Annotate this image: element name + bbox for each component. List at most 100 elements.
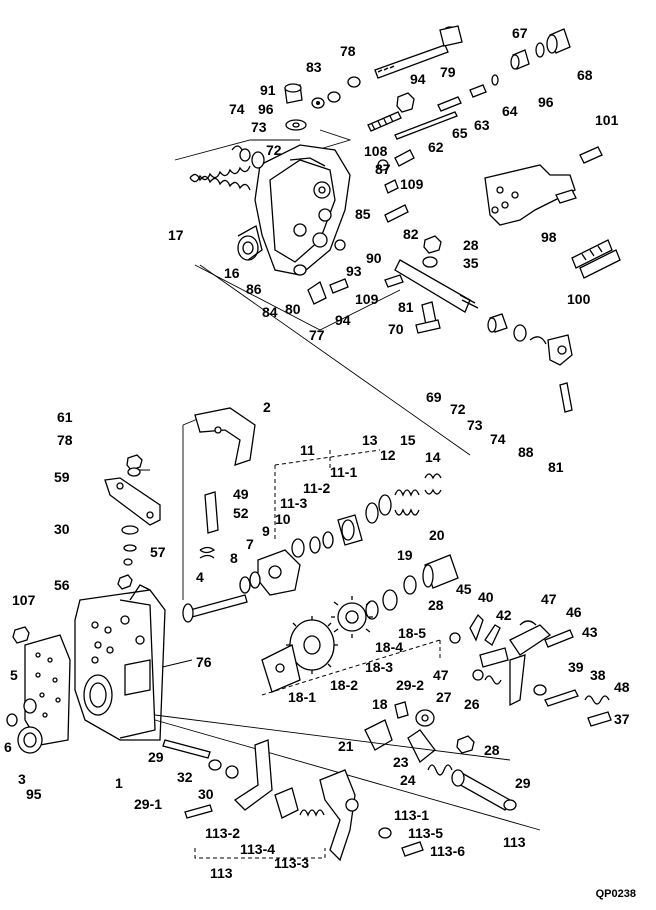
callout-label: 77 — [309, 327, 325, 343]
upper-cover-assembly — [174, 25, 621, 456]
callout-label: 28 — [463, 237, 479, 253]
callout-label: 46 — [566, 604, 582, 620]
callout-label: 108 — [364, 143, 388, 159]
callout-label: 24 — [400, 772, 416, 788]
callout-label: 29 — [148, 749, 164, 765]
callout-label: 18-4 — [375, 639, 404, 655]
callout-label: 93 — [346, 263, 362, 279]
callout-label: 11-2 — [303, 480, 331, 496]
callout-label: 81 — [398, 299, 414, 315]
callout-label: 18-3 — [365, 659, 394, 675]
callout-label: 68 — [577, 67, 593, 83]
callout-label: 28 — [428, 597, 444, 613]
callout-label: 6 — [4, 739, 12, 755]
callout-label: 81 — [548, 459, 564, 475]
callout-label: 23 — [393, 754, 409, 770]
callout-label: 91 — [260, 82, 276, 98]
callout-label: 70 — [388, 321, 404, 337]
callout-label: 78 — [57, 432, 73, 448]
callout-label: 69 — [426, 389, 442, 405]
callout-label: 52 — [233, 505, 249, 521]
callout-label: 1 — [115, 775, 123, 791]
callout-label: 29-1 — [134, 796, 163, 812]
callout-label: 47 — [433, 667, 449, 683]
callout-label: 113-5 — [408, 825, 444, 841]
callout-label: 62 — [428, 139, 444, 155]
callout-label: 80 — [285, 301, 301, 317]
callout-label: 3 — [18, 771, 26, 787]
callout-label: 113-2 — [205, 825, 241, 841]
callout-label: 12 — [380, 447, 396, 463]
callout-label: 5 — [10, 667, 18, 683]
callout-label: 35 — [463, 255, 479, 271]
callout-label: 26 — [464, 696, 480, 712]
callout-label: 113-1 — [394, 807, 430, 823]
callout-label: 113 — [210, 865, 233, 881]
figure-code: QP0238 — [595, 888, 636, 900]
callout-label: 40 — [478, 589, 494, 605]
callout-label: 47 — [541, 591, 557, 607]
callout-label: 109 — [400, 176, 424, 192]
callout-label: 4 — [196, 569, 204, 585]
callout-label: 94 — [410, 71, 426, 87]
callout-label: 2 — [263, 399, 271, 415]
callout-label: 72 — [266, 142, 282, 158]
callout-label: 67 — [512, 25, 528, 41]
callout-label: 113-4 — [240, 841, 276, 857]
callout-label: 78 — [340, 43, 356, 59]
callout-label: 76 — [196, 654, 212, 670]
callout-label: 27 — [436, 689, 452, 705]
callout-label: 18-2 — [330, 677, 359, 693]
callout-label: 29-2 — [396, 677, 425, 693]
pump-housing — [6, 584, 541, 831]
callout-label: 100 — [567, 291, 591, 307]
callout-label: 37 — [614, 711, 630, 727]
callout-label: 82 — [403, 226, 419, 242]
callout-label: 32 — [177, 769, 193, 785]
callout-label: 43 — [582, 624, 598, 640]
callout-label: 107 — [12, 592, 36, 608]
callout-label: 56 — [54, 577, 70, 593]
callout-label: 42 — [496, 607, 512, 623]
callout-label: 74 — [490, 431, 506, 447]
callout-label: 113-3 — [274, 855, 310, 871]
lever-113-assembly — [162, 739, 424, 862]
callout-label: 74 — [229, 101, 245, 117]
callout-label: 64 — [502, 103, 518, 119]
callout-label: 95 — [26, 786, 42, 802]
callout-label: 20 — [429, 527, 445, 543]
callout-label: 7 — [246, 536, 254, 552]
callout-label: 59 — [54, 469, 70, 485]
callout-label: 16 — [224, 265, 240, 281]
callout-label: 14 — [425, 449, 441, 465]
callout-label: 13 — [362, 432, 378, 448]
callout-label: 63 — [474, 117, 490, 133]
callout-label: 30 — [54, 521, 70, 537]
callout-label: 96 — [258, 101, 274, 117]
callout-label: 61 — [57, 409, 73, 425]
callout-label: 29 — [515, 775, 531, 791]
callout-label: 48 — [614, 679, 630, 695]
callout-label: 85 — [355, 206, 371, 222]
callout-label: 38 — [590, 667, 606, 683]
callout-label: 79 — [440, 64, 456, 80]
callout-label: 83 — [306, 59, 322, 75]
callout-label: 18 — [372, 696, 388, 712]
callout-label: 73 — [251, 119, 267, 135]
callout-label: 101 — [595, 112, 619, 128]
callout-label: 86 — [246, 281, 262, 297]
callout-label: 18-1 — [288, 689, 317, 705]
callout-label: 98 — [541, 229, 557, 245]
callout-label: 96 — [538, 94, 554, 110]
callout-label: 65 — [452, 125, 468, 141]
governor-assembly — [104, 407, 612, 811]
callout-label: 8 — [230, 550, 238, 566]
callout-label: 9 — [262, 523, 270, 539]
callout-label: 87 — [375, 161, 391, 177]
callout-label: 11 — [300, 442, 315, 458]
callout-label: 113 — [503, 834, 526, 850]
callout-label: 11-1 — [330, 464, 358, 480]
callout-label: 45 — [456, 581, 472, 597]
callout-label: 72 — [450, 401, 466, 417]
callout-label: 88 — [518, 444, 534, 460]
